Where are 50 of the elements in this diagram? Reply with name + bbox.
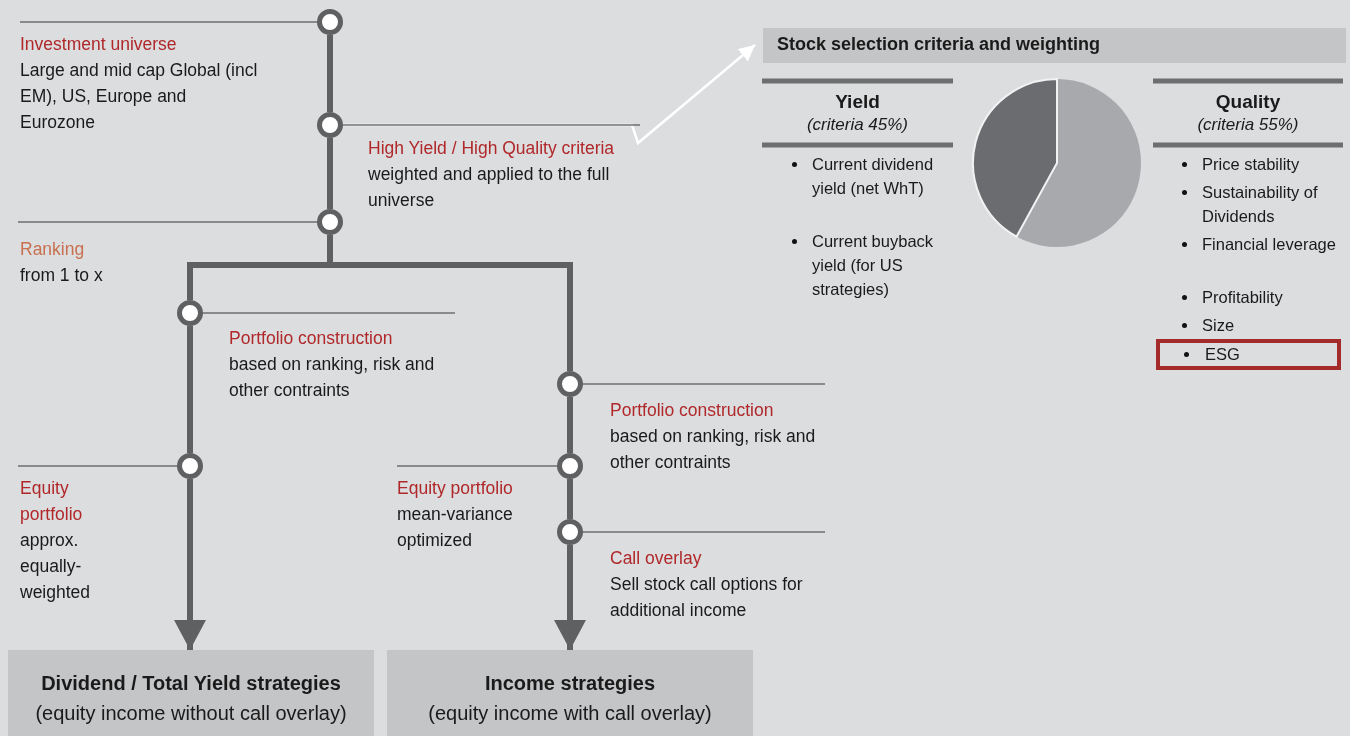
bullet-item: Current buyback yield (for US strategies) [786, 229, 966, 301]
bullet-item: Current dividend yield (net WhT) [786, 152, 966, 200]
connector-line [327, 35, 333, 112]
step-description: weighted and applied to the full universe [368, 164, 610, 210]
box-title: Income strategies [483, 671, 657, 696]
box-subtitle: (equity income with call overlay) [427, 701, 713, 726]
step-heading: Call overlay [610, 547, 703, 570]
bullet-item: Financial leverage [1176, 232, 1350, 256]
header-band: Stock selection criteria and weighting [763, 28, 1346, 63]
step-heading: Equity portfolio [20, 477, 84, 526]
station-circle [557, 453, 583, 479]
connector-line [567, 397, 573, 453]
weight-note: (criteria 55%) [1196, 114, 1300, 136]
station-circle [317, 209, 343, 235]
step-description: based on ranking, risk and other contraints [610, 425, 817, 474]
station-circle [317, 9, 343, 35]
arrow [174, 479, 206, 650]
connector-line [327, 138, 333, 209]
step-description: mean-variance optimized [397, 503, 514, 552]
column-heading: Yield [834, 90, 881, 114]
step-description: Sell stock call options for additional income [610, 573, 804, 622]
box-title: Dividend / Total Yield strategies [40, 671, 342, 696]
connector-line [567, 479, 573, 519]
bullet-item: Size [1176, 313, 1350, 337]
bullet-item: Price stability [1176, 152, 1350, 176]
station-circle [557, 519, 583, 545]
column-heading: Quality [1214, 90, 1282, 114]
station-circle [177, 300, 203, 326]
bullet-item: Profitability [1176, 285, 1350, 309]
step-heading: Equity portfolio [397, 477, 514, 500]
step-heading: Portfolio construction [229, 327, 394, 350]
step-description: Large and mid cap Global (incl EM), US, Europe and Eurozone [20, 59, 259, 134]
step-heading: Ranking [20, 238, 86, 261]
result-box [8, 650, 374, 736]
station-circle [317, 112, 343, 138]
step-description: from 1 to x [20, 264, 104, 287]
highlight-box: ESG [1156, 339, 1341, 370]
bullet-item: Sustainability of Dividends [1176, 180, 1350, 228]
station-circle [177, 453, 203, 479]
arrow [554, 545, 586, 650]
result-box [387, 650, 753, 736]
connector-line [187, 326, 193, 453]
station-circle [557, 371, 583, 397]
step-description: approx. equally-weighted [20, 529, 92, 604]
weight-note: (criteria 45%) [805, 114, 910, 136]
box-subtitle: (equity income without call overlay) [34, 701, 348, 726]
step-description: based on ranking, risk and other contraints [229, 353, 436, 402]
step-heading: Investment universe [20, 33, 178, 56]
step-heading: Portfolio construction [610, 399, 775, 422]
step-heading: High Yield / High Quality criteria [368, 138, 615, 158]
